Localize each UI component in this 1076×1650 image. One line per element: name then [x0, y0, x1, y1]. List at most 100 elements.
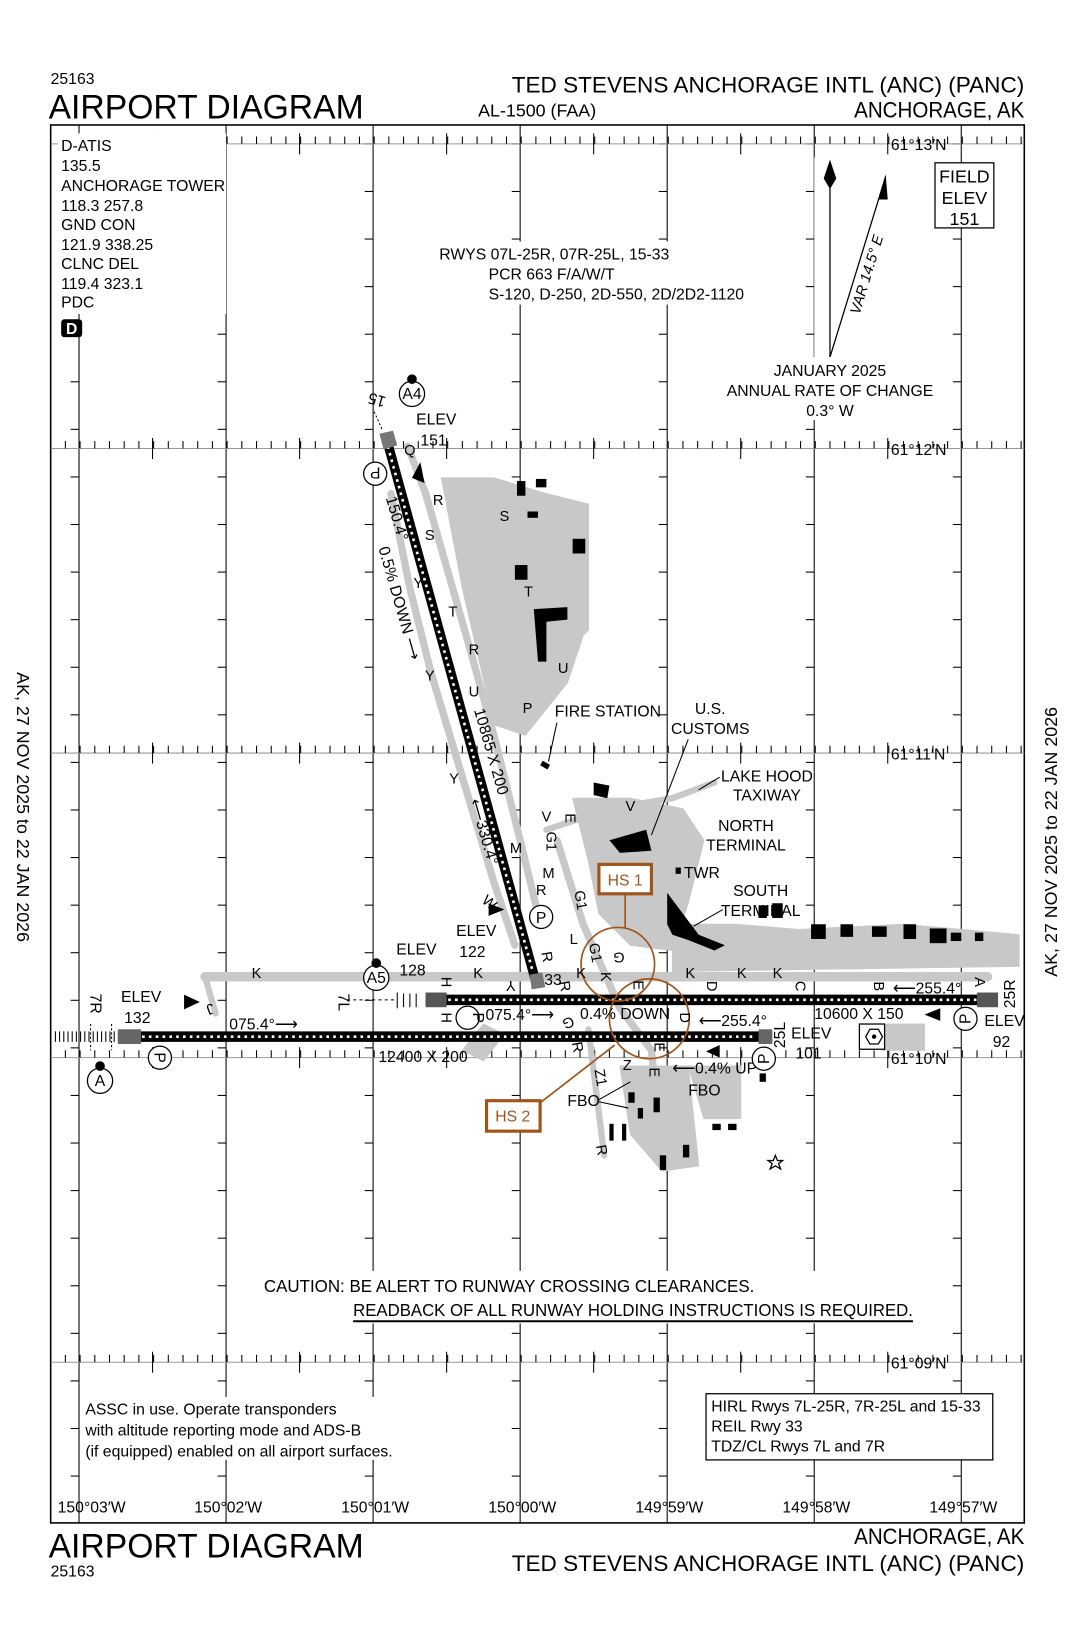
taxiway-label: Y [413, 576, 423, 592]
comm-line: 118.3 257.8 [61, 198, 143, 215]
elev-label: ELEV [791, 1026, 832, 1043]
lighting-line: REIL Rwy 33 [711, 1419, 803, 1436]
lighting-note: HIRL Rwys 7L-25R, 7R-25L and 15-33 REIL … [705, 1393, 994, 1461]
customs-label: CUSTOMS [671, 721, 749, 738]
marker-a: A [86, 1061, 114, 1094]
lon-label: 150°00′W [488, 1499, 556, 1516]
taxiway-label: D [676, 1012, 692, 1023]
heading-label: 075.4°⟶ [229, 1016, 298, 1033]
star-icon [766, 1153, 785, 1171]
parking-marker: P [751, 1046, 776, 1071]
assc-note: ASSC in use. Operate transponders with a… [82, 1396, 408, 1461]
taxiway-label: Y [425, 669, 435, 685]
customs-label: U.S. [695, 701, 726, 718]
lon-label: 149°59′W [635, 1499, 703, 1516]
taxiway-label: R [433, 493, 444, 509]
lon-label: 149°57′W [929, 1499, 997, 1516]
taxiway-label: R [469, 642, 480, 658]
buildings [514, 478, 984, 1171]
taxiway-label: C [791, 981, 807, 992]
annual-change: JANUARY 2025 ANNUAL RATE OF CHANGE 0.3° … [720, 357, 942, 421]
taxiway-label: Q [404, 443, 415, 459]
comm-line: PDC [61, 295, 94, 312]
north-terminal-label: NORTH [718, 818, 774, 835]
chart-number: 25163 [51, 71, 95, 88]
datalink-badge-label: D [66, 321, 77, 338]
parking-label: P [958, 1014, 975, 1025]
runway-15-label: 15 [366, 389, 388, 410]
runway-25R-label: 25R [1002, 979, 1019, 1008]
comm-line: D-ATIS [61, 138, 111, 155]
runways [54, 411, 999, 1051]
runway-info-line: RWYS 07L-25R, 07R-25L, 15-33 [439, 246, 669, 263]
taxiway-label: K [597, 972, 613, 982]
datalink-badge [61, 319, 83, 338]
lat-label: 61°09′N [891, 1356, 947, 1373]
parking-marker: P [455, 1005, 486, 1030]
a5-label: A5 [367, 970, 387, 987]
footer-chart-number: 25163 [51, 1563, 95, 1580]
elev-value: 92 [993, 1034, 1011, 1051]
hot-spot-2[interactable]: HS 2 [484, 1099, 542, 1133]
comm-line: GND CON [61, 217, 135, 234]
lon-label: 149°58′W [782, 1499, 850, 1516]
parking-label: P [536, 910, 547, 927]
field-elev-label: ELEV [942, 188, 988, 208]
assc-line: with altitude reporting mode and ADS-B [84, 1423, 361, 1440]
taxiway-label: G1 [585, 942, 604, 964]
taxiway-label: K [773, 966, 783, 982]
marker-a4: A4 [398, 374, 426, 408]
hot-spot-1[interactable]: HS 1 [597, 862, 654, 896]
taxiway-label: R [536, 883, 547, 899]
lighting-line: HIRL Rwys 7L-25R, 7R-25L and 15-33 [711, 1399, 981, 1416]
comm-line: 135.5 [61, 158, 101, 175]
effective-dates-left: AK, 27 NOV 2025 to 22 JAN 2026 [13, 672, 33, 942]
a4-label: A4 [402, 386, 422, 403]
effective-dates-right: AK, 27 NOV 2025 to 22 JAN 2026 [1041, 707, 1061, 977]
gradient-label: ⟵0.4% UP [672, 1060, 757, 1077]
field-elev-label: FIELD [939, 167, 990, 187]
elev-label: ELEV [984, 1013, 1025, 1030]
runway-15-33 [373, 411, 546, 990]
runway-25L-label: 25L [772, 1022, 789, 1049]
taxiway-label: R [592, 1144, 610, 1157]
taxiway-label: H [437, 1012, 453, 1023]
taxiway-label: K [252, 966, 262, 982]
taxiway-label: E [630, 980, 646, 990]
latitude-labels: 61°13′N 61°12′N 61°11′N 61°10′N 61°09′N [891, 137, 947, 1372]
assc-line: (if equipped) enabled on all airport sur… [85, 1444, 392, 1461]
taxiway-label: H [437, 977, 453, 988]
taxiway-label: S [425, 528, 435, 544]
runway-info: RWYS 07L-25R, 07R-25L, 15-33 PCR 663 F/A… [436, 241, 778, 305]
elev-label: ELEV [121, 989, 162, 1006]
hot-spot-label: HS 1 [608, 872, 643, 889]
taxiway-label: R [555, 980, 573, 993]
taxiway-label: A [971, 977, 987, 987]
taxiway-label: E [561, 813, 577, 823]
parking-label: P [370, 463, 381, 480]
taxiway-label: Y [449, 772, 459, 788]
parking-label: P [469, 1012, 486, 1023]
page-title: AIRPORT DIAGRAM [49, 89, 364, 127]
tower-label: TWR [684, 865, 720, 882]
runway-33-label: 33 [544, 972, 562, 989]
taxiway-label: D [703, 981, 719, 992]
parking-marker: P [363, 461, 388, 486]
elev-value: 101 [795, 1046, 821, 1063]
field-elevation-box: FIELD ELEV 151 [934, 162, 995, 229]
taxiway-label: K [576, 966, 586, 982]
south-terminal-label: SOUTH [733, 883, 788, 900]
marker-a5: A5 [363, 958, 390, 992]
taxiway-label: K [473, 966, 483, 982]
taxiway-label: G1 [570, 889, 589, 911]
lat-label: 61°11′N [891, 746, 946, 763]
elev-label: ELEV [456, 923, 497, 940]
taxiway-label: U [558, 661, 569, 677]
facility-labels: FIRE STATION U.S. CUSTOMS LAKE HOOD TAXI… [547, 701, 813, 1110]
footer-city: ANCHORAGE, AK [854, 1524, 1024, 1549]
parking-label: P [151, 1052, 168, 1063]
taxiway-label: M [510, 841, 522, 857]
assc-line: ASSC in use. Operate transponders [85, 1402, 336, 1419]
field-elev-value: 151 [950, 209, 980, 229]
